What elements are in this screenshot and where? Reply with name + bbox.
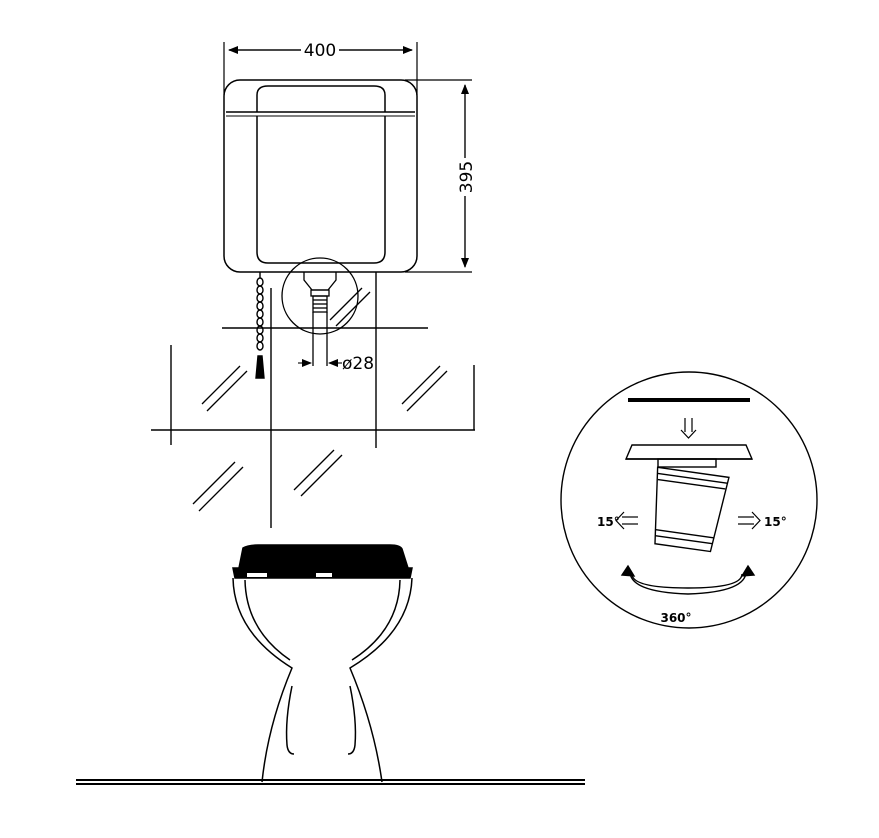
chain-link: [256, 341, 264, 351]
outlet-spud: [303, 272, 337, 291]
chain-link: [256, 333, 264, 343]
bowl-left-profile: [232, 577, 293, 783]
outlet-collar: [310, 289, 330, 297]
seat-gap: [316, 573, 332, 577]
wall-lines: [151, 272, 475, 528]
tilt-left-label: 15°: [597, 515, 620, 529]
detail-flange: [657, 458, 717, 468]
hatch-line: [329, 287, 363, 321]
cistern-cover-top: [256, 85, 386, 112]
hatch-line: [406, 370, 448, 412]
bowl-inner-left: [244, 579, 291, 661]
height-label: 395: [457, 161, 477, 193]
hatch-line: [201, 365, 241, 405]
width-label: 400: [304, 41, 336, 61]
cistern-body: [223, 79, 418, 273]
toilet-lid: [238, 544, 410, 569]
chain-link: [256, 301, 264, 311]
pull-chain: [255, 272, 265, 379]
rotation-label: 360°: [660, 611, 691, 625]
seat-gap: [247, 573, 267, 577]
detail-circle: [560, 371, 818, 629]
hatch-line: [198, 466, 244, 512]
pedestal-groove-right: [347, 685, 357, 755]
left-arrow-icon: [615, 511, 638, 530]
detail-plate: [624, 444, 754, 460]
detail-tilted-pipe: [654, 466, 730, 553]
height-label-bg: [455, 158, 475, 196]
rotation-detail: [560, 371, 818, 629]
bowl-inner-right: [351, 579, 401, 661]
chain-link: [256, 277, 264, 287]
toilet-bowl: [232, 544, 413, 783]
chain-link: [256, 285, 264, 295]
right-arrow-icon: [738, 511, 761, 530]
floor: [76, 779, 585, 785]
glass-hatching: [192, 287, 448, 512]
outlet-detail-circle: [281, 257, 359, 335]
hatch-line: [206, 370, 248, 412]
chain-link: [256, 317, 264, 327]
pedestal-groove-left: [285, 685, 295, 755]
hatch-line: [401, 365, 441, 405]
hatch-line: [300, 454, 343, 497]
chain-link: [256, 293, 264, 303]
bowl-right-profile: [349, 577, 413, 783]
hatch-line: [335, 291, 371, 327]
down-arrow-icon: [680, 418, 697, 439]
chain-link: [256, 325, 264, 335]
outlet-detail: [281, 257, 359, 366]
cistern-cover-panel: [256, 116, 386, 264]
cistern: [223, 79, 418, 273]
rotation-arrow-icon: [620, 564, 756, 595]
width-label-bg: [301, 40, 339, 60]
chain-handle: [255, 355, 265, 379]
tilt-right-label: 15°: [764, 515, 787, 529]
chain-link: [256, 309, 264, 319]
pipe-diameter-label: ø28: [342, 354, 374, 374]
hatch-line: [293, 449, 335, 491]
hatch-line: [192, 461, 236, 505]
